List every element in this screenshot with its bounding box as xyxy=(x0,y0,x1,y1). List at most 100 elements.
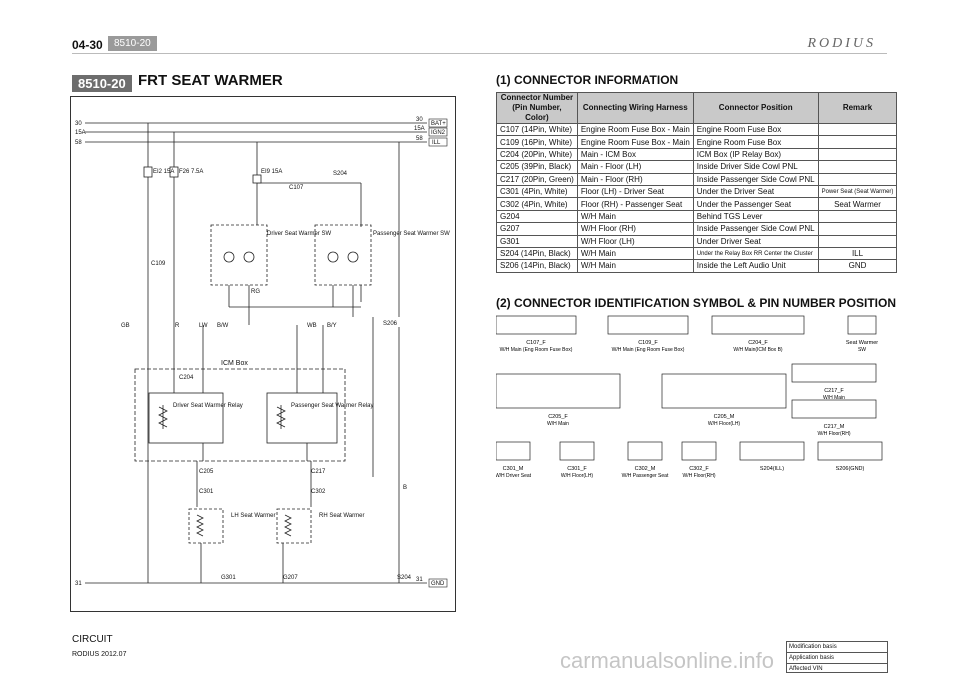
connector-cell: GND xyxy=(817,259,898,273)
pin-connector-sub: W/H Floor(LH) xyxy=(561,473,594,479)
schematic-svg: BAT+ IGN2 ILL GND 30 15A 58 31 30 15A 58… xyxy=(75,117,450,588)
connector-cell: C302 (4Pin, White) xyxy=(496,197,578,211)
rail-label-30: 30 xyxy=(75,121,82,127)
pin-connector: C107_FW/H Main (Eng Room Fuse Box) xyxy=(496,315,577,353)
affected-vin: Affected VIN xyxy=(789,666,823,672)
connector-cell: W/H Main xyxy=(576,259,694,273)
pin-connector-sub: W/H Main xyxy=(823,395,845,401)
app-basis: Application basis xyxy=(787,653,887,664)
connector-cell: Engine Room Fuse Box xyxy=(692,135,819,149)
pin-connector-body xyxy=(661,373,787,409)
wiring-schematic: BAT+ IGN2 ILL GND 30 15A 58 31 30 15A 58… xyxy=(70,96,456,612)
pin-connector-body xyxy=(847,315,877,335)
connector-cell: C217 (20Pin, Green) xyxy=(496,172,578,186)
connector-row: C301 (4Pin, White)Floor (LH) - Driver Se… xyxy=(496,184,898,199)
pin-connector: C204_FW/H Main(ICM Box B) xyxy=(711,315,805,353)
pin-connector-sub: W/H Main (Eng Room Fuse Box) xyxy=(612,347,685,353)
wire-lw: LW xyxy=(199,323,208,329)
wire-rg: RG xyxy=(251,289,260,295)
col-position: Connector Position xyxy=(692,92,819,124)
connector-cell: Floor (LH) - Driver Seat xyxy=(576,184,694,199)
lh-warmer-label: LH Seat Warmer xyxy=(231,513,275,519)
connector-cell: ICM Box (IP Relay Box) xyxy=(692,147,819,162)
pin-connector-name: C301_M xyxy=(503,466,524,472)
pin-connector-body xyxy=(791,399,877,419)
connector-cell: Under the Passenger Seat xyxy=(692,197,819,211)
wire-gb: GB xyxy=(121,323,130,329)
pin-connector: C302_FW/H Floor(RH) xyxy=(681,441,717,479)
watermark: carmanualsonline.info xyxy=(560,648,775,673)
pin-connector-body xyxy=(711,315,805,335)
connector-cell: Main - Floor (LH) xyxy=(576,160,694,174)
connector-cell xyxy=(817,234,898,248)
wire-bw: B/W xyxy=(217,323,229,329)
pin-connector-name: C205_F xyxy=(548,414,568,420)
connector-cell: Main - ICM Box xyxy=(576,147,694,162)
pin-connector: C301_MW/H Driver Seat xyxy=(496,441,532,479)
pin-connector-sub: W/H Passenger Seat xyxy=(622,473,669,479)
connector-cell: Inside Passenger Side Cowl PNL xyxy=(692,222,819,236)
connector-cell: C204 (20Pin, White) xyxy=(496,147,578,162)
col-harness: Connecting Wiring Harness xyxy=(576,92,694,124)
conn-c109: C109 xyxy=(151,261,166,267)
connector-cell: Power Seat (Seat Warmer) xyxy=(817,184,898,199)
ground-g301: G301 xyxy=(221,575,236,581)
connector-cell: Under the Driver Seat xyxy=(692,184,819,199)
conn-c204: C204 xyxy=(179,375,194,381)
fuse-f26: F26 7.5A xyxy=(179,169,203,175)
connector-cell: Engine Room Fuse Box xyxy=(692,122,819,137)
connector-cell xyxy=(817,160,898,174)
pin-connector-name: C205_M xyxy=(714,414,735,420)
connector-cell: Inside Passenger Side Cowl PNL xyxy=(692,172,819,186)
rail-right-30: 30 xyxy=(416,117,423,123)
connector-cell xyxy=(817,222,898,236)
pin-connector: S206(GND) xyxy=(817,441,883,472)
connector-cell: Under the Relay Box RR Center the Cluste… xyxy=(692,246,819,261)
pin-connector: S204(ILL) xyxy=(739,441,805,472)
modification-box: Modification basis Application basis Aff… xyxy=(786,641,888,673)
footer-label: CIRCUIT xyxy=(72,634,113,645)
rh-warmer-label: RH Seat Warmer xyxy=(319,513,364,519)
pin-connector-sub: W/H Floor(LH) xyxy=(708,421,741,427)
connector-cell: Inside the Left Audio Unit xyxy=(692,259,819,273)
pin-connector-body xyxy=(496,373,621,409)
fuse-ei9: EI9 15A xyxy=(261,169,282,175)
ground-s204: S204 xyxy=(397,575,412,581)
fuse-ei2: EI2 15A xyxy=(153,169,174,175)
rail-right-31: 31 xyxy=(416,577,423,583)
pin-connector-sub: W/H Driver Seat xyxy=(496,473,532,479)
pin-connector-name: S206(GND) xyxy=(836,466,865,472)
pin-connector-name: C302_M xyxy=(635,466,656,472)
connector-cell: Floor (RH) - Passenger Seat xyxy=(576,197,694,211)
pin-connector-name: C301_F xyxy=(567,466,587,472)
pin-connector-name: S204(ILL) xyxy=(760,466,784,472)
pin-connector: C217_FW/H Main xyxy=(791,363,877,401)
pin-connector-sub: W/H Main xyxy=(547,421,569,427)
connector-cell xyxy=(817,209,898,224)
connector-cell: Inside Driver Side Cowl PNL xyxy=(692,160,819,174)
pin-connector-body xyxy=(739,441,805,461)
connector-cell: Seat Warmer xyxy=(817,197,898,211)
icm-box-label: ICM Box xyxy=(221,360,248,367)
connector-info-table: Connector Number (Pin Number, Color) Con… xyxy=(496,92,898,273)
wire-r: R xyxy=(175,323,180,329)
rail-label-15a: 15A xyxy=(75,130,86,136)
rail-badge-bat: BAT+ xyxy=(431,121,446,127)
connector-cell: G301 xyxy=(496,234,578,248)
pin-connector-body xyxy=(791,363,877,383)
connector-cell: W/H Floor (RH) xyxy=(576,222,694,236)
rail-badge-ign2: IGN2 xyxy=(431,130,446,136)
pin-connector: C302_MW/H Passenger Seat xyxy=(622,441,669,479)
pin-connector-name: Seat Warmer xyxy=(846,340,878,346)
pin-connector-name: C302_F xyxy=(689,466,709,472)
pin-diagrams: C107_FW/H Main (Eng Room Fuse Box)C109_F… xyxy=(496,315,883,479)
connector-cell: W/H Main xyxy=(576,209,694,224)
connector-row: C205 (39Pin, Black)Main - Floor (LH)Insi… xyxy=(496,160,898,174)
connector-cell: G204 xyxy=(496,209,578,224)
mod-basis: Modification basis xyxy=(787,642,887,653)
